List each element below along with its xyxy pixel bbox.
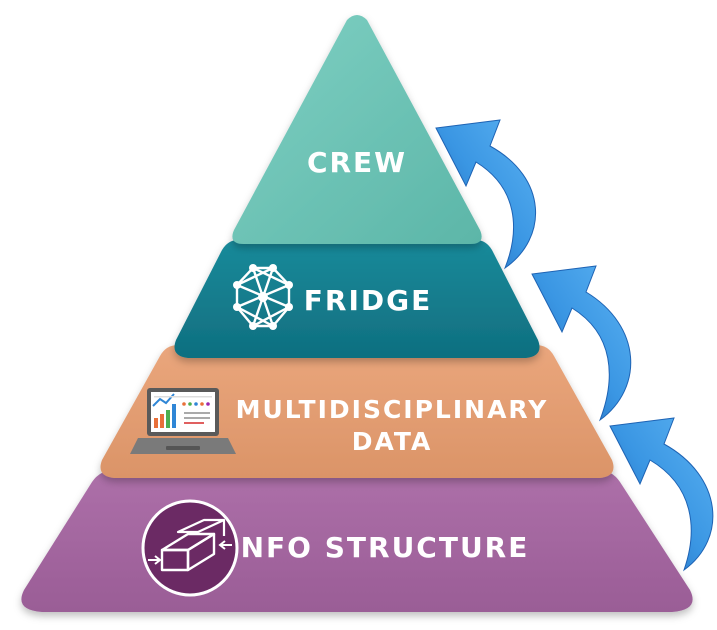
tier-label-data-line2: DATA [352,427,433,456]
arrow-to-crew [435,119,536,270]
arrow-to-fridge [531,265,632,422]
tier-label-data-line1: MULTIDISCIPLINARY [236,395,549,424]
tier-crew [232,15,482,244]
tier-fridge [174,240,540,358]
network-mesh-icon [233,264,293,330]
tier-label-fridge: FRIDGE [304,284,432,317]
laptop-dashboard-icon [130,388,236,454]
arrow-to-multidisciplinary-data [609,417,714,572]
tier-label-crew: CREW [307,146,407,179]
nfo-blocks-icon [141,499,239,597]
tier-label-nfo-structure: NFO STRUCTURE [241,531,530,564]
